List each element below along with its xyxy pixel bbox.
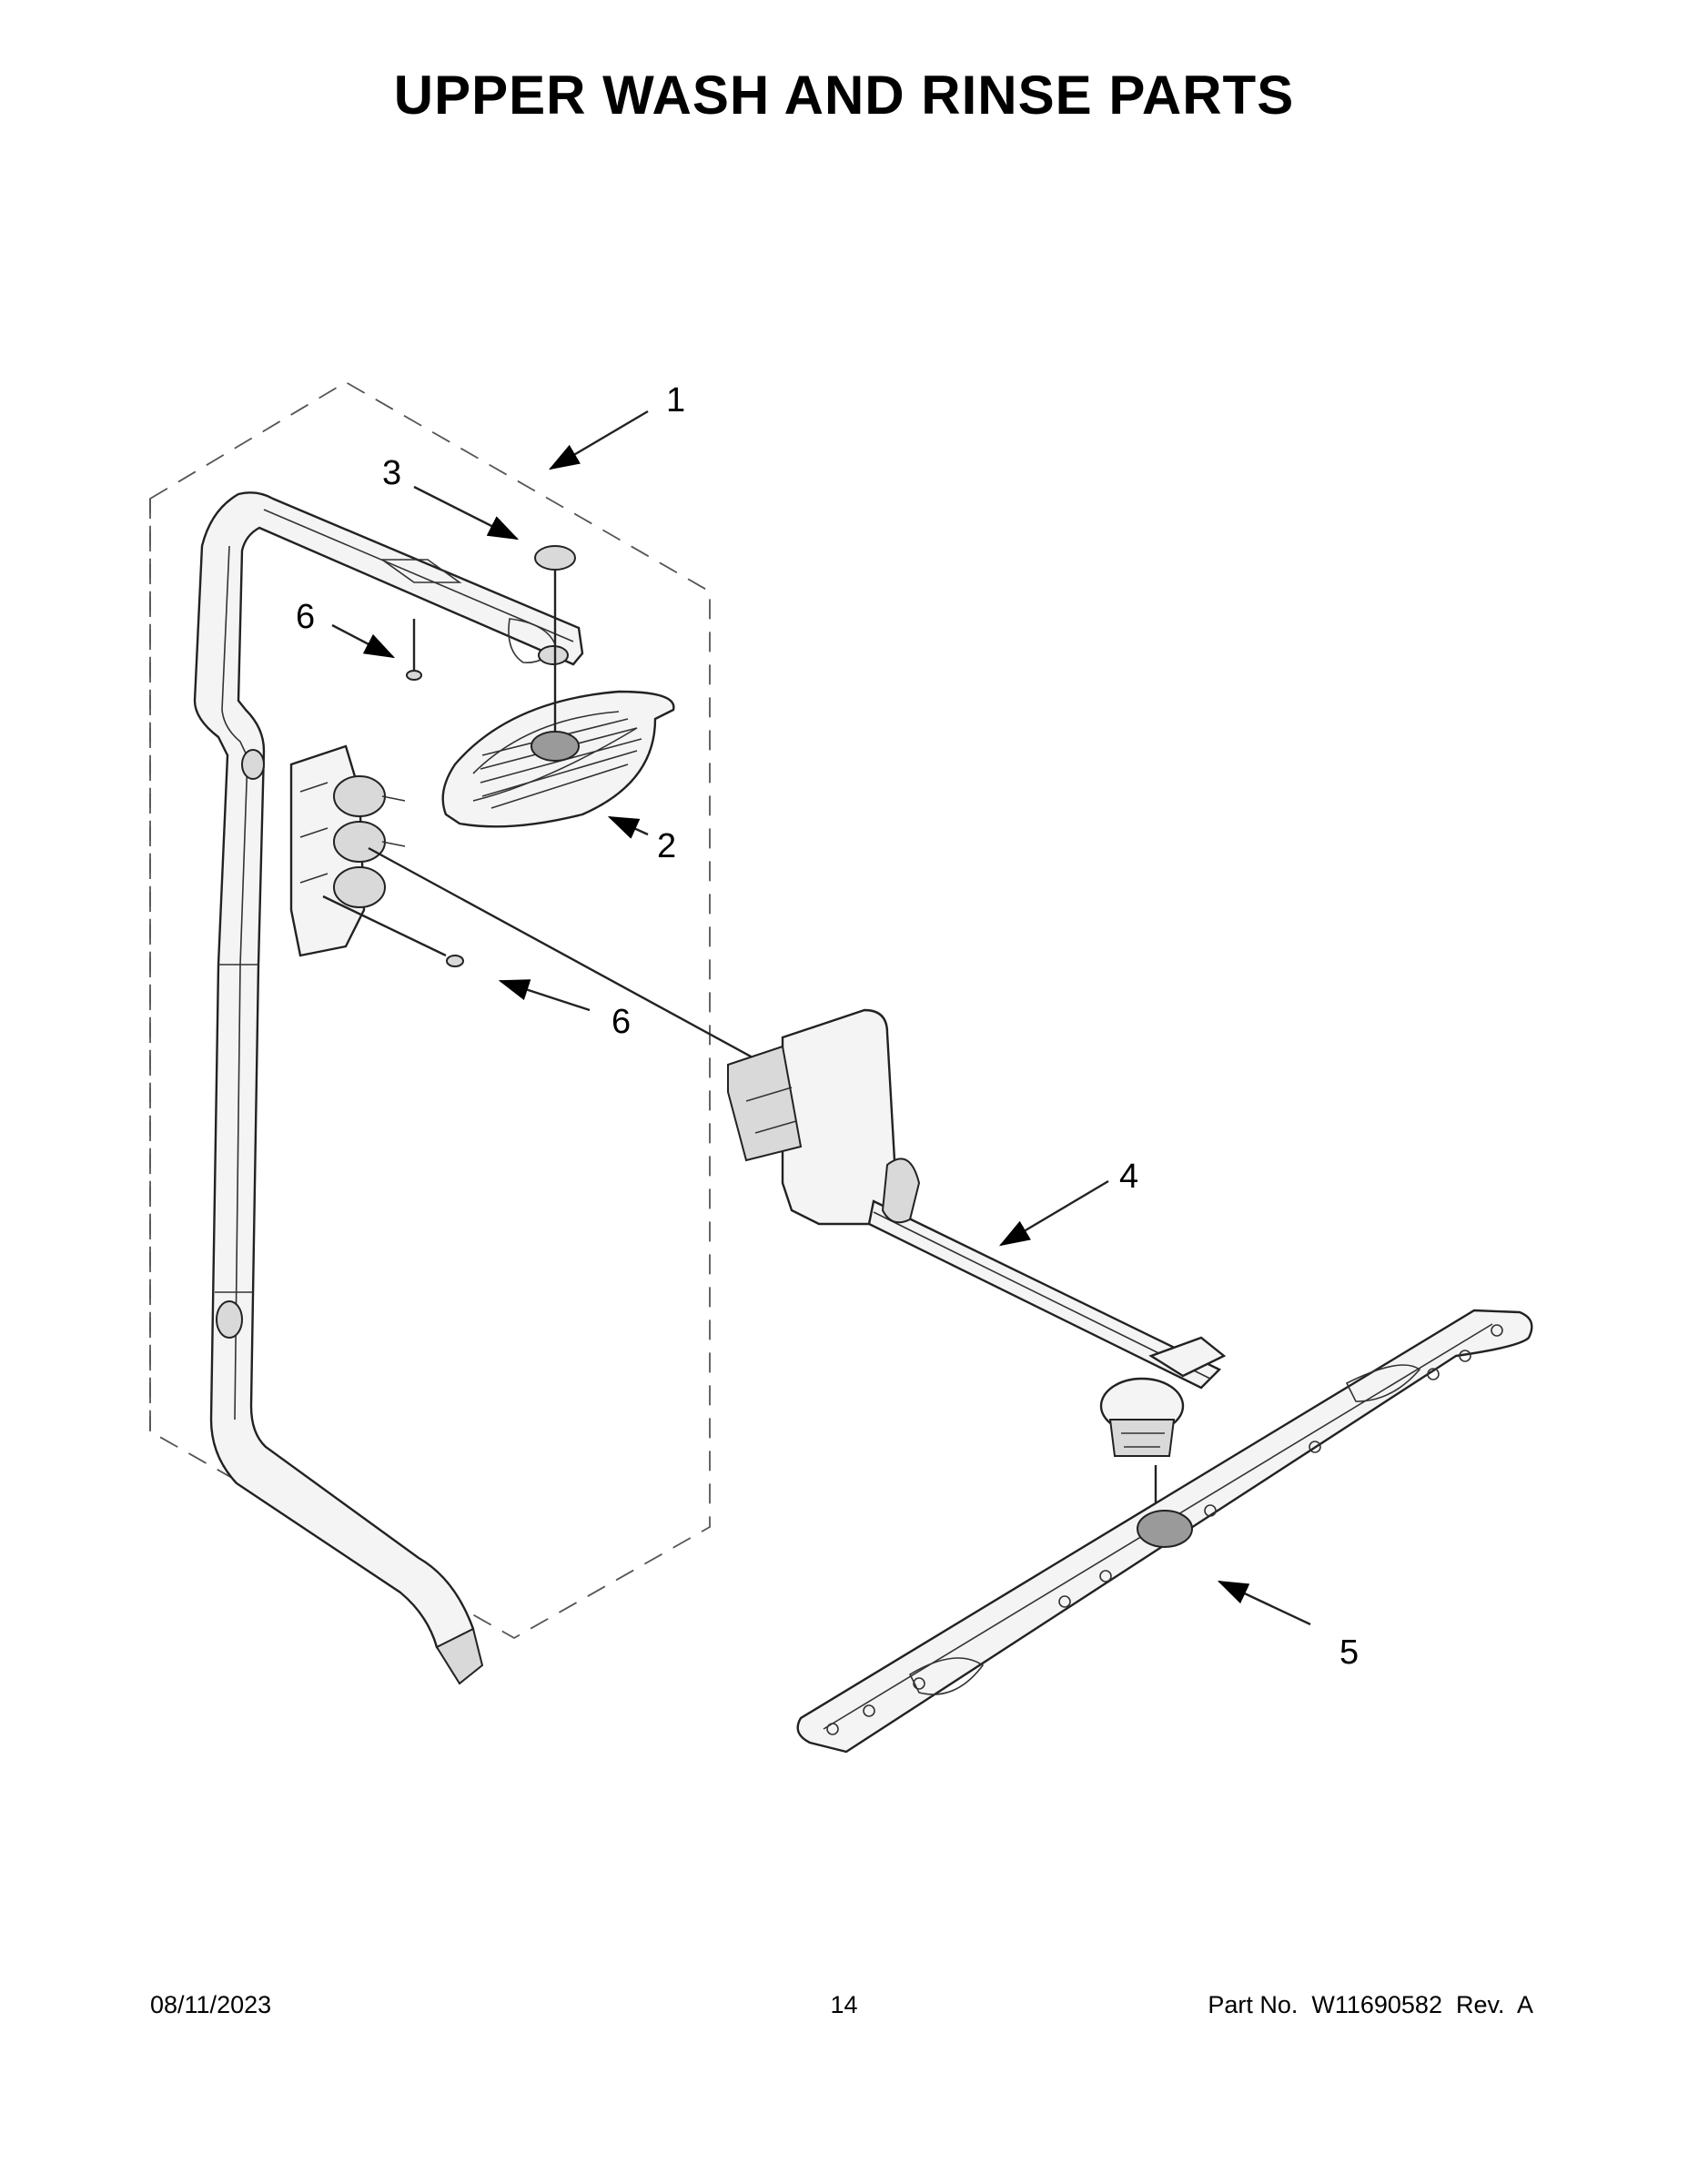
- water-inlet-manifold: [289, 744, 406, 957]
- lower-spray-arm: [796, 1309, 1533, 1754]
- footer-date: 08/11/2023: [150, 1991, 272, 2018]
- leader-4: [998, 1179, 1109, 1247]
- mid-spray-arm-assembly: [727, 1008, 1227, 1515]
- callout-3: 3: [382, 454, 401, 492]
- leader-1: [548, 410, 649, 470]
- spray-arm-nozzle-holes: [826, 1324, 1503, 1735]
- assembly-boundary-box: [149, 380, 711, 1640]
- callout-6-upper: 6: [296, 598, 315, 636]
- callout-2: 2: [657, 827, 676, 865]
- footer-page-number: 14: [830, 1991, 858, 2018]
- leader-6-lower: [498, 979, 591, 1012]
- footer-part-number: Part No. W11690582 Rev. A: [1208, 1991, 1533, 2018]
- leader-3: [413, 485, 520, 541]
- upper-spray-arm: [441, 637, 675, 828]
- screw-upper: [406, 619, 422, 681]
- screw-lower: [322, 895, 464, 967]
- leader-6-upper: [331, 623, 396, 659]
- callout-4: 4: [1119, 1158, 1138, 1196]
- spray-cap: [534, 545, 576, 637]
- page-title: UPPER WASH AND RINSE PARTS: [393, 65, 1295, 126]
- callout-leaders: [331, 410, 1311, 1626]
- callout-1: 1: [666, 381, 685, 420]
- assembly-connector-line: [368, 846, 783, 1076]
- leader-5: [1217, 1580, 1311, 1626]
- callout-5: 5: [1339, 1633, 1359, 1672]
- upper-supply-tube: [193, 491, 584, 1685]
- leader-2: [607, 815, 649, 839]
- callout-6-lower: 6: [612, 1003, 631, 1041]
